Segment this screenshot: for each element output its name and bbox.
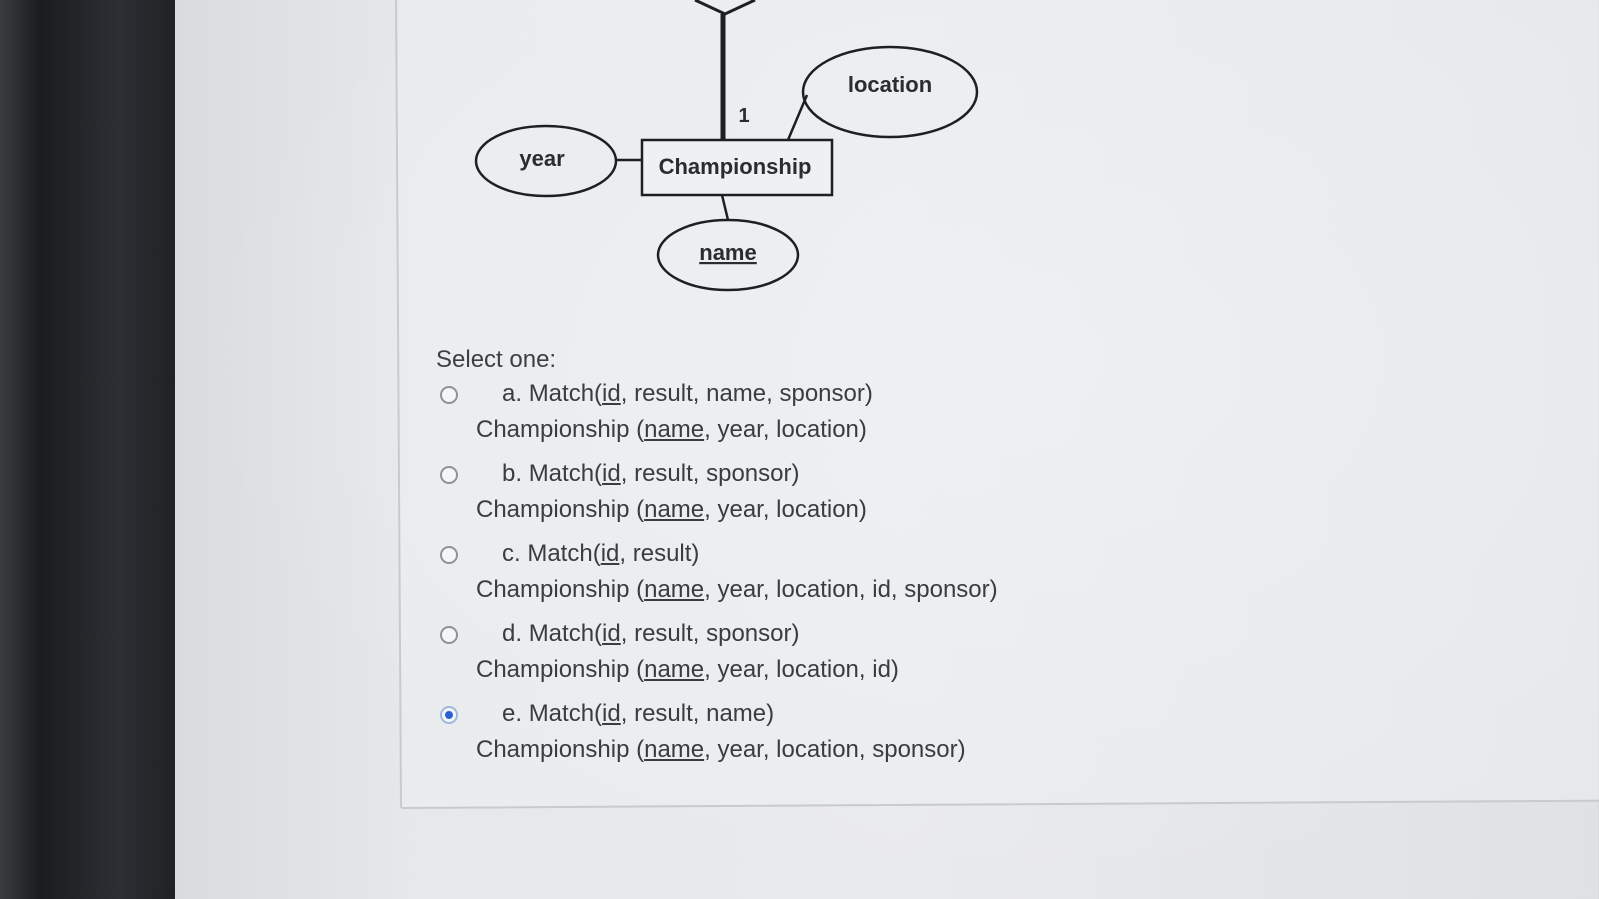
radio-option-c[interactable] [440,546,458,564]
option-e-championship: Championship (name, year, location, spon… [476,736,966,763]
option-d-match: d. Match(id, result, sponsor) [502,620,800,647]
select-one-label: Select one: [436,346,557,373]
option-a-championship: Championship (name, year, location) [476,416,867,443]
option-a[interactable]: a. Match(id, result, name, sponsor) Cham… [440,380,1240,460]
cardinality-label: 1 [738,105,749,127]
monitor-bezel [0,0,175,899]
option-d[interactable]: d. Match(id, result, sponsor) Championsh… [440,620,1240,700]
entity-championship [640,138,834,197]
option-e-match: e. Match(id, result, name) [502,700,775,727]
location-connector [786,94,809,141]
name-connector [720,194,730,221]
attribute-location-label: location [848,72,932,97]
radio-option-d[interactable] [440,626,458,644]
answer-options: a. Match(id, result, name, sponsor) Cham… [440,380,1240,780]
option-b-match: b. Match(id, result, sponsor) [502,460,800,487]
radio-option-a[interactable] [440,386,458,404]
radio-option-b[interactable] [440,466,458,484]
attribute-location [801,45,979,139]
relationship-diamond [694,0,756,16]
option-e[interactable]: e. Match(id, result, name) Championship … [440,700,1240,780]
option-c-match: c. Match(id, result) [502,540,700,567]
option-b-championship: Championship (name, year, location) [476,496,867,523]
option-c[interactable]: c. Match(id, result) Championship (name,… [440,540,1240,620]
radio-option-e[interactable] [440,706,458,724]
option-d-championship: Championship (name, year, location, id) [476,656,899,683]
er-diagram: 1 Championship year location name [474,0,979,292]
option-b[interactable]: b. Match(id, result, sponsor) Championsh… [440,460,1240,540]
option-c-championship: Championship (name, year, location, id, … [476,576,998,603]
attribute-year-label: year [519,146,565,171]
entity-label: Championship [659,154,812,179]
attribute-name-label: name [699,240,756,265]
option-a-match: a. Match(id, result, name, sponsor) [502,380,873,407]
